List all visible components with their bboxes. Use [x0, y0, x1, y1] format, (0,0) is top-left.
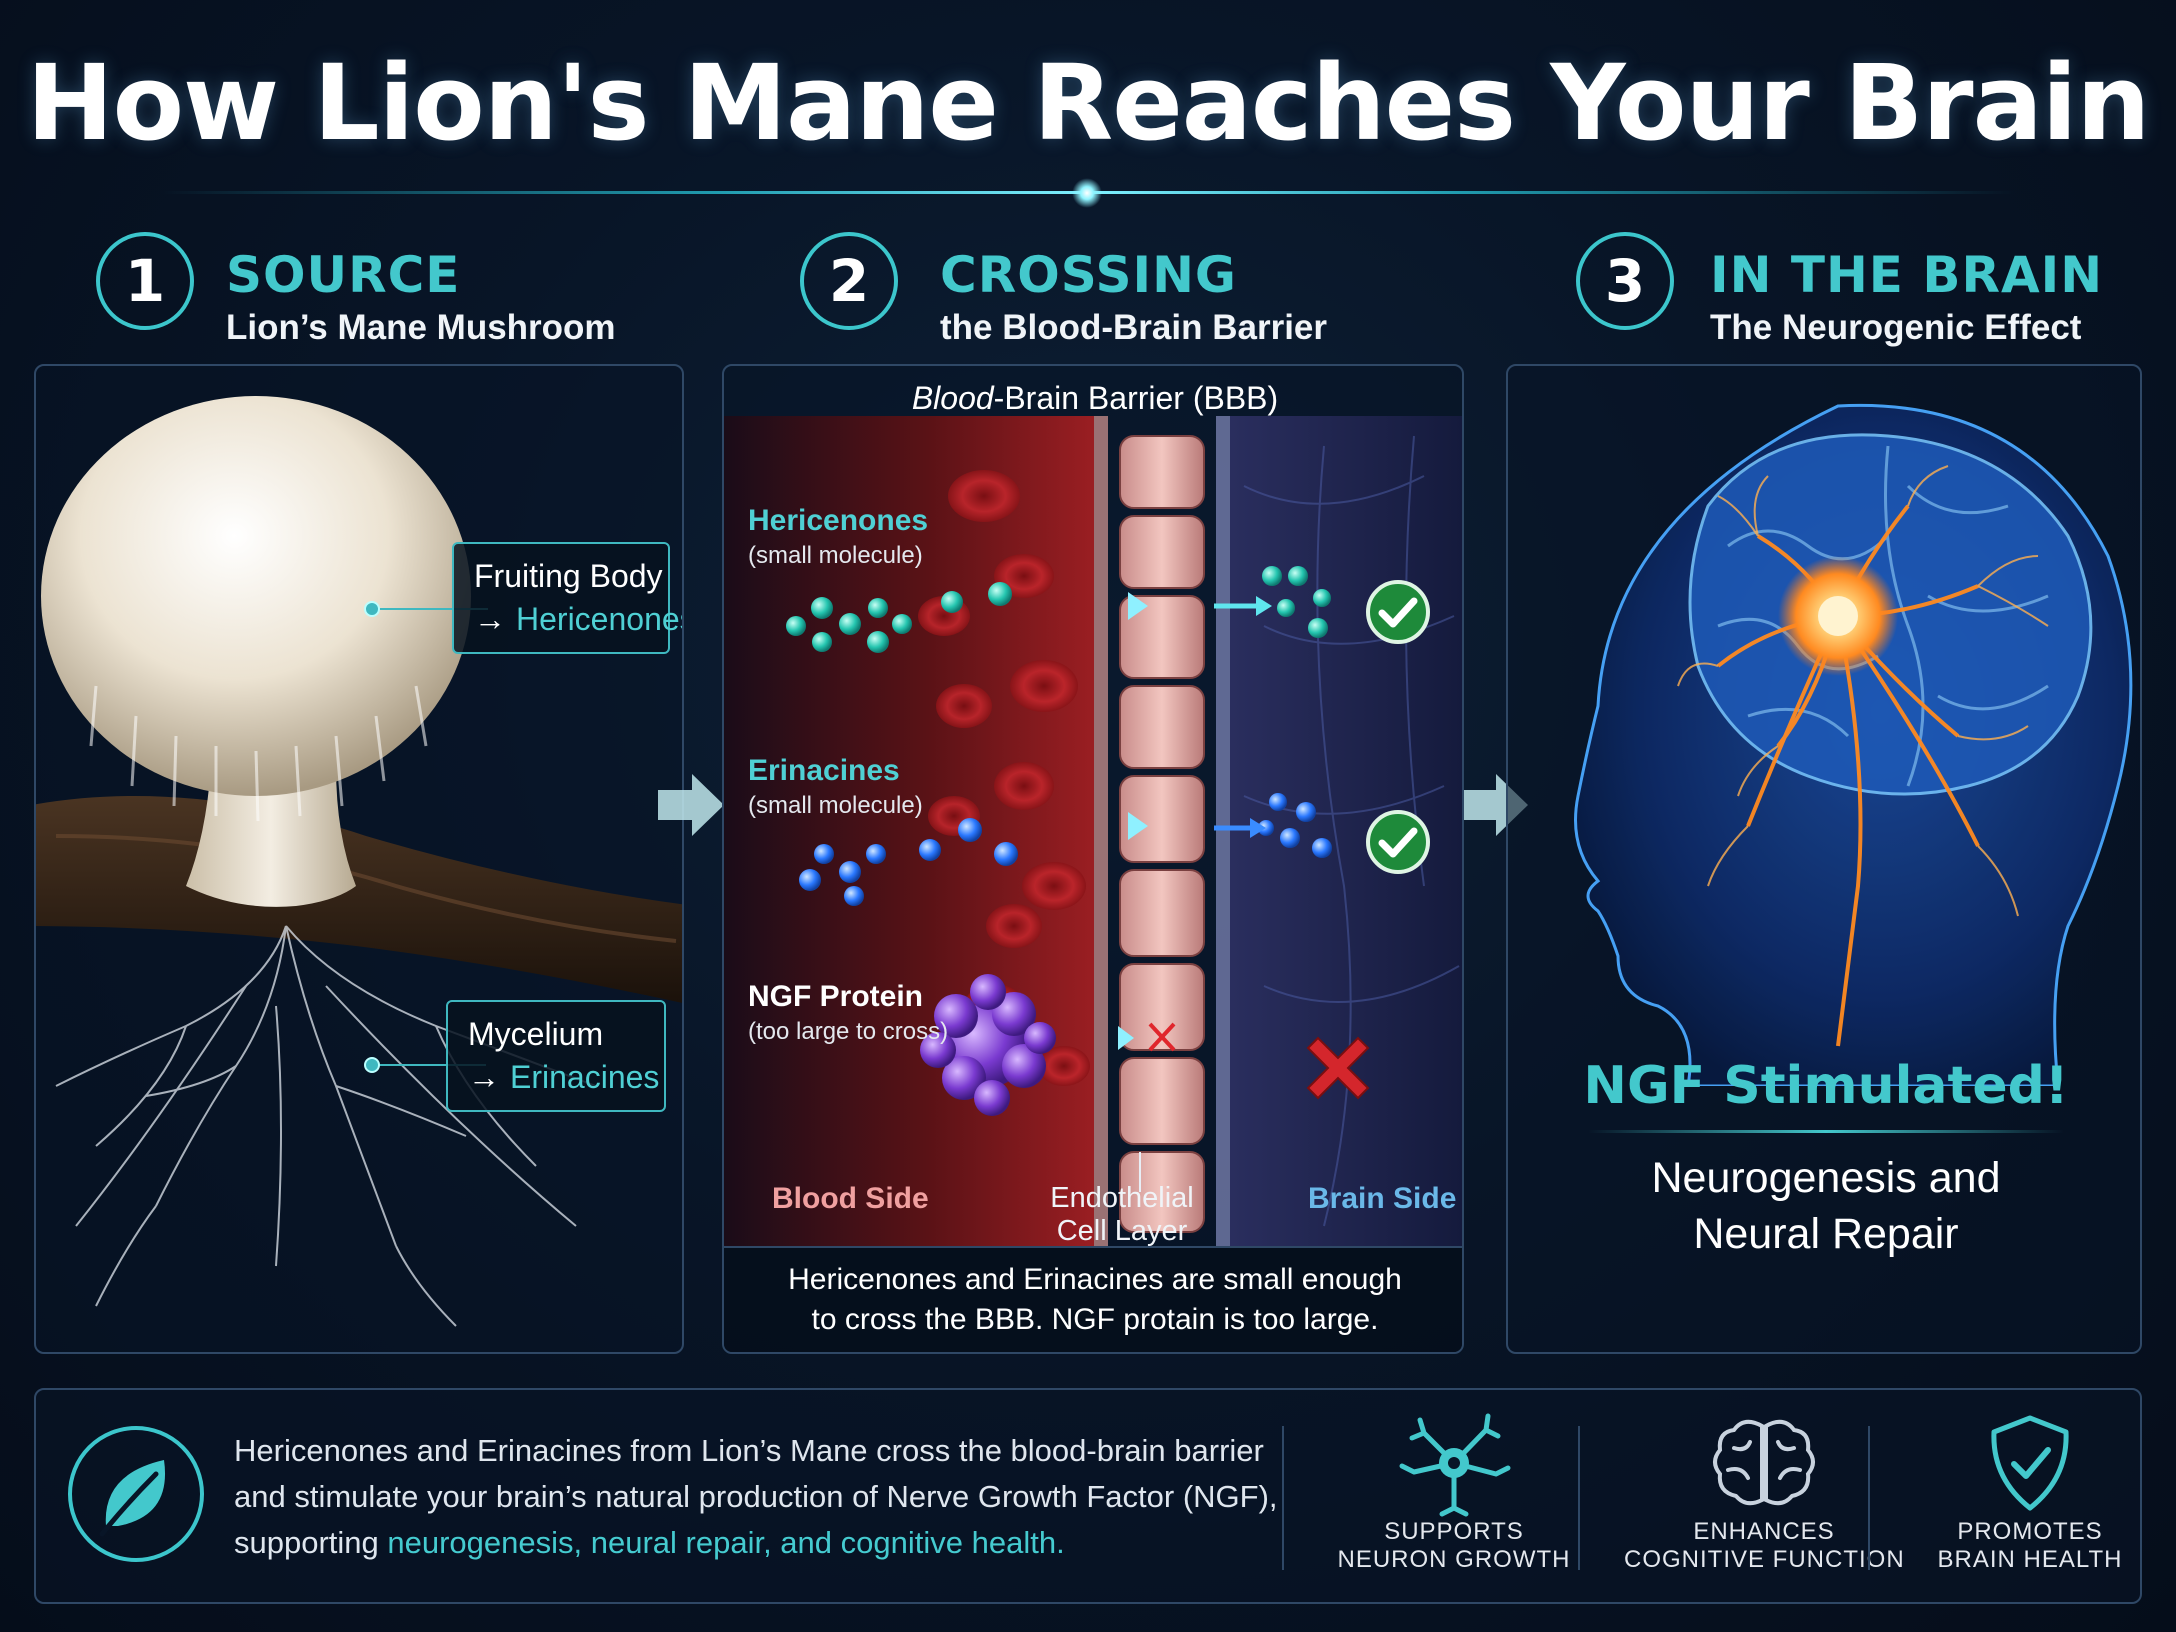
summary-line3-plain: supporting [234, 1525, 388, 1560]
brain-head-illustration [1574, 403, 2133, 1086]
page-title: How Lion's Mane Reaches Your Brain [26, 42, 2151, 164]
summary-divider-2 [1578, 1426, 1580, 1570]
step-number-1: 1 [96, 232, 194, 330]
summary-divider-3 [1868, 1426, 1870, 1570]
neuron-icon [1399, 1413, 1511, 1517]
step-subtitle-source: Lion’s Mane Mushroom [226, 308, 616, 347]
title-spark-decoration [1072, 178, 1102, 208]
check-icon-erinacines [1366, 810, 1430, 874]
summary-bar: Hericenones and Erinacines from Lion’s M… [34, 1388, 2142, 1604]
fruiting-body-leader [372, 608, 488, 610]
benefit-health-line1: PROMOTES [1957, 1518, 2103, 1545]
ngf-protein-note: (too large to cross) [748, 1018, 949, 1045]
step-number-3: 3 [1576, 232, 1674, 330]
bbb-heading: Blood-Brain Barrier (BBB) [724, 380, 1462, 417]
brain-icon [1713, 1419, 1815, 1506]
benefit-cognitive-line1: ENHANCES [1693, 1518, 1835, 1545]
cross-icon-ngf [1306, 1036, 1370, 1100]
brain-effect-line1: Neurogenesis and [1651, 1154, 2001, 1202]
benefit-neuron-line1: SUPPORTS [1384, 1518, 1524, 1545]
endothelial-label-line1: Endothelial [1050, 1182, 1194, 1214]
hericenones-molecule-note: (small molecule) [748, 542, 923, 569]
blocked-x-small [1148, 1022, 1176, 1052]
mycelium-label: Mycelium [468, 1016, 604, 1052]
flow-arrow-1-icon [658, 774, 724, 836]
summary-line1: Hericenones and Erinacines from Lion’s M… [234, 1433, 1264, 1468]
bbb-caption-line2: to cross the BBB. NGF protain is too lar… [811, 1303, 1379, 1336]
fruiting-body-pointer [364, 601, 380, 617]
fruiting-body-compound: → Hericenones [474, 601, 682, 638]
bbb-panel: Blood-Brain Barrier (BBB) Hericenones (s… [722, 364, 1464, 1354]
hericenones-molecule-label: Hericenones [748, 504, 929, 537]
step-subtitle-brain: The Neurogenic Effect [1710, 308, 2082, 347]
check-icon-hericenones [1366, 580, 1430, 644]
step-title-brain: IN THE BRAIN [1710, 246, 2104, 304]
step-title-crossing: CROSSING [940, 246, 1237, 304]
source-panel: Fruiting Body → Hericenones Mycelium → Eri… [34, 364, 684, 1354]
summary-divider-1 [1282, 1426, 1284, 1570]
bbb-caption-line1: Hericenones and Erinacines are small eno… [788, 1263, 1402, 1296]
brain-side-label: Brain Side [1308, 1182, 1457, 1215]
endothelial-label: Endothelial Cell Layer [1024, 1182, 1220, 1248]
ngf-protein-label: NGF Protein [748, 980, 924, 1013]
mushroom-illustration [36, 396, 682, 1327]
headline-underline [1588, 1130, 2064, 1133]
leaf-badge [68, 1426, 204, 1562]
brain-effect-description: Neurogenesis and Neural Repair [1508, 1150, 2140, 1262]
mycelium-pointer [364, 1057, 380, 1073]
erinacines-molecule-label: Erinacines [748, 754, 900, 787]
brain-effect-line2: Neural Repair [1693, 1210, 1959, 1258]
right-arrow-icon: → [474, 601, 506, 637]
step-subtitle-crossing: the Blood-Brain Barrier [940, 308, 1327, 347]
erinacines-molecule-note: (small molecule) [748, 792, 923, 819]
hericenones-label: Hericenones [516, 601, 684, 637]
summary-line3: supporting neurogenesis, neural repair, … [234, 1520, 1294, 1566]
right-arrow-icon: → [468, 1059, 500, 1095]
bbb-heading-rest: -Brain Barrier (BBB) [993, 380, 1279, 416]
leaf-icon [99, 1460, 166, 1537]
mycelium-callout: Mycelium → Erinacines [446, 1000, 666, 1112]
benefit-neuron-growth: SUPPORTS NEURON GROWTH [1314, 1408, 1594, 1598]
fruiting-body-callout: Fruiting Body → Hericenones [452, 542, 682, 654]
summary-line3-highlight: neurogenesis, neural repair, and cogniti… [387, 1525, 1065, 1560]
mycelium-compound: → Erinacines [468, 1059, 659, 1096]
benefit-health-line2: BRAIN HEALTH [1937, 1546, 2123, 1573]
bbb-illustration [724, 416, 1462, 1246]
fruiting-body-label: Fruiting Body [474, 558, 663, 594]
benefit-brain-health: PROMOTES BRAIN HEALTH [1890, 1408, 2170, 1598]
brain-panel: NGF Stimulated! Neurogenesis and Neural … [1506, 364, 2142, 1354]
bbb-heading-italic: Blood [911, 380, 994, 416]
benefit-cognitive-line2: COGNITIVE FUNCTION [1624, 1546, 1905, 1573]
endothelial-label-line2: Cell Layer [1056, 1215, 1188, 1247]
mycelium-leader [372, 1064, 486, 1066]
summary-line2: and stimulate your brain’s natural produ… [234, 1479, 1278, 1514]
benefit-neuron-line2: NEURON GROWTH [1337, 1546, 1571, 1573]
step-title-source: SOURCE [226, 246, 461, 304]
bbb-caption: Hericenones and Erinacines are small eno… [724, 1246, 1462, 1352]
benefit-cognitive-function: ENHANCES COGNITIVE FUNCTION [1624, 1408, 1904, 1598]
summary-text: Hericenones and Erinacines from Lion’s M… [234, 1428, 1294, 1566]
shield-check-icon [1991, 1415, 2069, 1511]
erinacines-label: Erinacines [510, 1059, 660, 1095]
step-number-2: 2 [800, 232, 898, 330]
ngf-stimulated-headline: NGF Stimulated! [1583, 1056, 2069, 1116]
blood-side-label: Blood Side [772, 1182, 929, 1215]
